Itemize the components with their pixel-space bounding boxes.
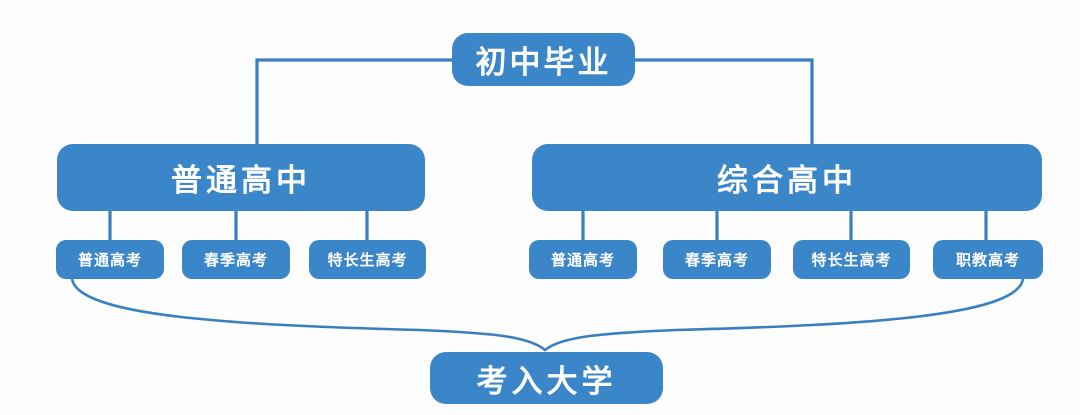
node-junior-high-graduation[interactable]: 初中毕业 <box>452 33 635 86</box>
node-left-exam-spring-label: 春季高考 <box>203 252 268 269</box>
node-right-exam-spring[interactable]: 春季高考 <box>663 240 771 279</box>
node-junior-high-graduation-label: 初中毕业 <box>475 45 612 80</box>
connector-left-to-goal <box>70 277 547 352</box>
node-left-exam-spring[interactable]: 春季高考 <box>182 240 290 279</box>
node-right-exam-vocational[interactable]: 职教高考 <box>933 240 1043 279</box>
node-general-high-school[interactable]: 普通高中 <box>57 144 425 211</box>
node-left-exam-talent[interactable]: 特长生高考 <box>309 240 426 279</box>
connector-right-to-goal <box>543 277 1025 352</box>
node-left-exam-general-label: 普通高考 <box>77 252 142 269</box>
node-comprehensive-high-school[interactable]: 综合高中 <box>532 144 1042 211</box>
node-right-exam-general-label: 普通高考 <box>550 252 615 269</box>
node-right-exam-talent[interactable]: 特长生高考 <box>793 240 910 279</box>
node-right-exam-spring-label: 春季高考 <box>684 252 749 269</box>
node-enter-university-label: 考入大学 <box>476 363 617 399</box>
node-right-exam-vocational-label: 职教高考 <box>955 252 1020 269</box>
connector-root-to-right <box>635 58 814 144</box>
node-enter-university[interactable]: 考入大学 <box>430 352 663 404</box>
node-left-exam-talent-label: 特长生高考 <box>327 252 408 269</box>
node-right-exam-talent-label: 特长生高考 <box>811 252 892 269</box>
connector-root-to-left <box>255 58 452 144</box>
node-left-exam-general[interactable]: 普通高考 <box>56 240 164 279</box>
node-comprehensive-high-school-label: 综合高中 <box>717 163 857 198</box>
node-right-exam-general[interactable]: 普通高考 <box>529 240 637 279</box>
node-general-high-school-label: 普通高中 <box>171 163 311 198</box>
